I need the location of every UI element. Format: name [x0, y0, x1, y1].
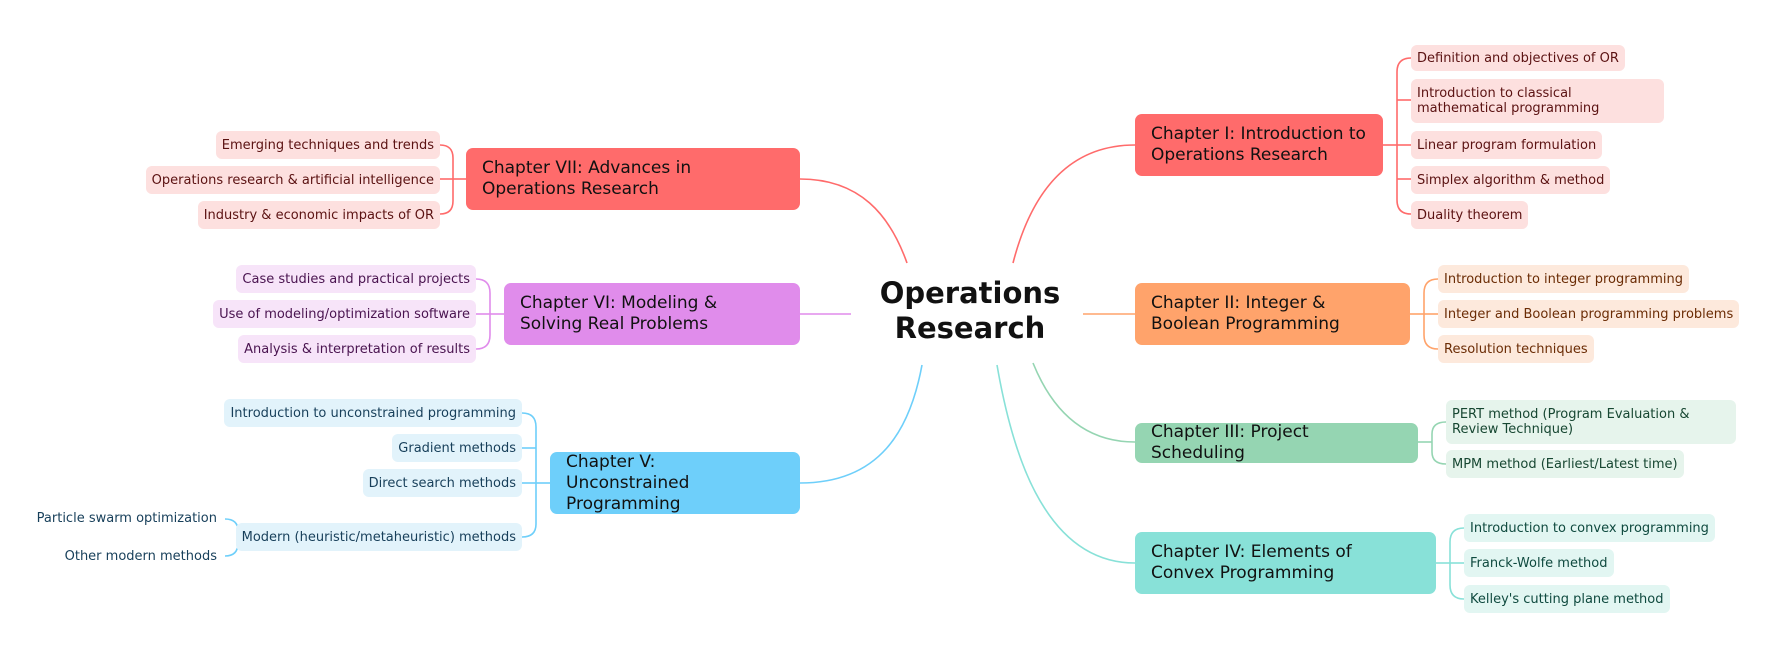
chapter-3-label: Chapter III: Project Scheduling	[1151, 422, 1309, 463]
chapter-6-item-3[interactable]: Analysis & interpretation of results	[238, 335, 476, 363]
chapter-5-item-1[interactable]: Introduction to unconstrained programmin…	[224, 399, 522, 427]
link-chapter-5	[799, 364, 923, 484]
chapter-6-item-2[interactable]: Use of modeling/optimization software	[213, 300, 476, 328]
chapter-5-node[interactable]: Chapter V: Unconstrained Programming	[550, 452, 800, 514]
chapter-7-item-3[interactable]: Industry & economic impacts of OR	[197, 201, 440, 229]
chapter-2-item-1[interactable]: Introduction to integer programming	[1438, 265, 1689, 293]
chapter-5-item-4[interactable]: Modern (heuristic/metaheuristic) methods	[235, 523, 522, 551]
chapter-5-item-3[interactable]: Direct search methods	[362, 469, 522, 497]
chapter-3-item-1[interactable]: PERT method (Program Evaluation & Review…	[1446, 400, 1736, 444]
chapter-7-label: Chapter VII: Advances in Operations Rese…	[482, 158, 692, 199]
chapter-2-item-3[interactable]: Resolution techniques	[1438, 335, 1594, 363]
chapter-1-item-1[interactable]: Definition and objectives of OR	[1411, 45, 1625, 71]
link-chapter-7	[799, 178, 908, 264]
link-chapter-1	[1012, 144, 1136, 264]
chapter-4-item-2[interactable]: Franck-Wolfe method	[1464, 549, 1614, 577]
chapter-7-item-2[interactable]: Operations research & artificial intelli…	[145, 166, 440, 194]
chapter-1-item-3[interactable]: Linear program formulation	[1411, 131, 1603, 159]
chapter-6-item-1[interactable]: Case studies and practical projects	[236, 265, 476, 293]
chapter-6-node[interactable]: Chapter VI: Modeling & Solving Real Prob…	[504, 283, 800, 345]
chapter-1-item-4[interactable]: Simplex algorithm & method	[1411, 166, 1611, 194]
chapter-1-item-2[interactable]: Introduction to classical mathematical p…	[1411, 79, 1664, 123]
chapter-6-label: Chapter VI: Modeling & Solving Real Prob…	[520, 293, 718, 334]
link-chapter-4	[996, 364, 1136, 564]
chapter-1-item-5[interactable]: Duality theorem	[1411, 201, 1529, 229]
chapter-2-label: Chapter II: Integer & Boolean Programmin…	[1151, 293, 1340, 334]
chapter-4-item-3[interactable]: Kelley's cutting plane method	[1464, 585, 1670, 613]
chapter-7-node[interactable]: Chapter VII: Advances in Operations Rese…	[466, 148, 800, 210]
chapter-4-label: Chapter IV: Elements of Convex Programmi…	[1151, 542, 1352, 583]
chapter-4-item-1[interactable]: Introduction to convex programming	[1464, 514, 1715, 542]
chapter-2-item-2[interactable]: Integer and Boolean programming problems	[1438, 300, 1740, 328]
chapter-7-item-1[interactable]: Emerging techniques and trends	[215, 131, 440, 159]
chapter-5-subitem-1[interactable]: Particle swarm optimization	[36, 511, 217, 526]
chapter-3-item-2[interactable]: MPM method (Earliest/Latest time)	[1446, 450, 1684, 478]
chapter-1-label: Chapter I: Introduction to Operations Re…	[1151, 124, 1366, 165]
root-title: Operations Research	[879, 276, 1061, 345]
chapter-5-subitem-2[interactable]: Other modern methods	[64, 549, 217, 564]
link-chapter-3	[1032, 362, 1136, 443]
root-topic[interactable]: Operations Research	[870, 276, 1070, 346]
chapter-4-node[interactable]: Chapter IV: Elements of Convex Programmi…	[1135, 532, 1436, 594]
chapter-5-item-2[interactable]: Gradient methods	[392, 434, 522, 462]
chapter-2-node[interactable]: Chapter II: Integer & Boolean Programmin…	[1135, 283, 1410, 345]
chapter-1-node[interactable]: Chapter I: Introduction to Operations Re…	[1135, 114, 1383, 176]
chapter-5-label: Chapter V: Unconstrained Programming	[566, 451, 690, 514]
chapter-3-node[interactable]: Chapter III: Project Scheduling	[1135, 422, 1418, 463]
